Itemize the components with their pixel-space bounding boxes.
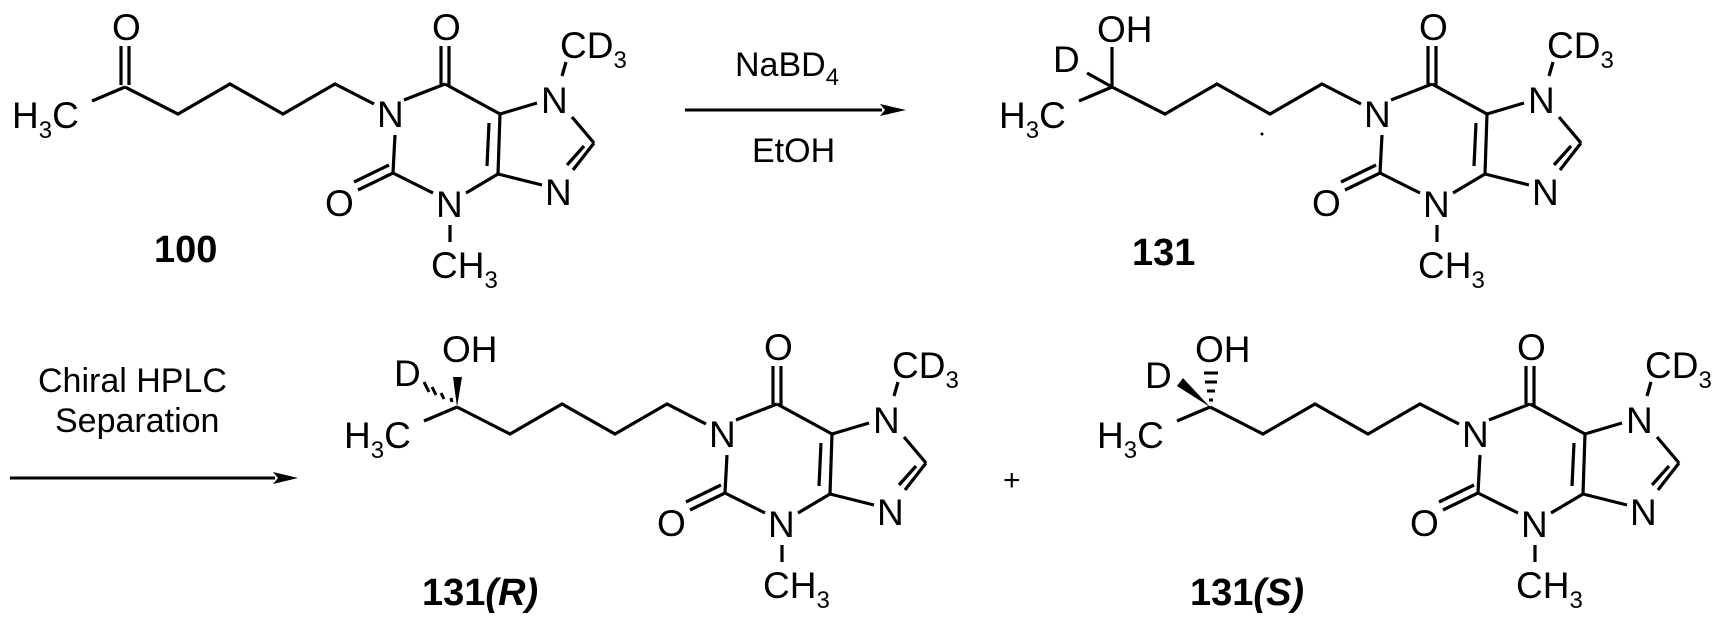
- atom-D: D: [1053, 39, 1080, 80]
- hplc-text-line1: Chiral HPLC: [38, 362, 227, 400]
- compound-131: OH D 131: [999, 7, 1614, 294]
- plus-sign: +: [1003, 464, 1021, 497]
- compound-label-100: 100: [154, 229, 217, 271]
- atom-ketone-O: O: [112, 7, 141, 48]
- atom-OH: OH: [1097, 9, 1153, 50]
- compound-131R: OH D 131(R): [344, 327, 959, 614]
- hplc-text-line2: Separation: [55, 402, 219, 440]
- compound-100: O 100: [12, 7, 627, 294]
- atom-D: D: [1145, 355, 1172, 396]
- atom-OH: OH: [1195, 329, 1251, 370]
- atom-OH: OH: [442, 329, 498, 370]
- compound-label-131R: 131(R): [422, 572, 538, 614]
- compound-label-131S: 131(S): [1190, 572, 1304, 614]
- compound-131S: D OH 131(S): [1097, 327, 1712, 614]
- reagent-etoh: EtOH: [752, 132, 835, 170]
- reaction-arrow-2: Chiral HPLC Separation: [10, 362, 298, 484]
- reaction-arrow-1: NaBD4 EtOH: [685, 46, 906, 170]
- atom-D: D: [394, 353, 421, 394]
- reagent-nabd4: NaBD4: [735, 46, 839, 91]
- compound-label-131: 131: [1132, 232, 1195, 274]
